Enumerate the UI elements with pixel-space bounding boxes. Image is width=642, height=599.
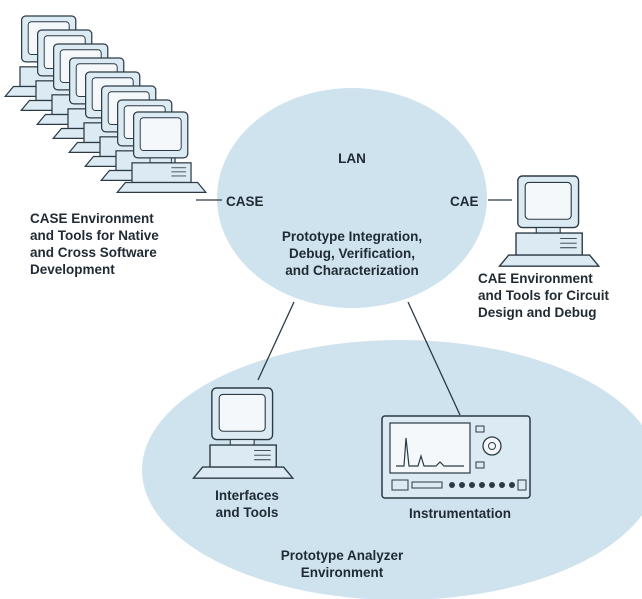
logic-analyzer-icon (381, 415, 531, 499)
prototype-analyzer-label: Prototype Analyzer Environment (280, 548, 404, 580)
cae-port-label: CAE (450, 194, 479, 209)
instrumentation-label: Instrumentation (408, 506, 511, 521)
instrumentation-link-line (407, 301, 461, 416)
lan-ellipse (217, 88, 487, 308)
case-port-label: CASE (226, 194, 264, 209)
cae-workstation-icon (498, 175, 600, 267)
case-environment-label: CASE Environment and Tools for Native an… (30, 211, 159, 277)
workstation-stack-icon (4, 15, 207, 193)
lan-title: LAN (338, 151, 366, 166)
interfaces-link-line (257, 301, 295, 381)
interfaces-tools-label: Interfaces and Tools (215, 488, 279, 520)
lan-description: Prototype Integration, Debug, Verificati… (281, 229, 423, 278)
cae-environment-label: CAE Environment and Tools for Circuit De… (478, 271, 609, 320)
